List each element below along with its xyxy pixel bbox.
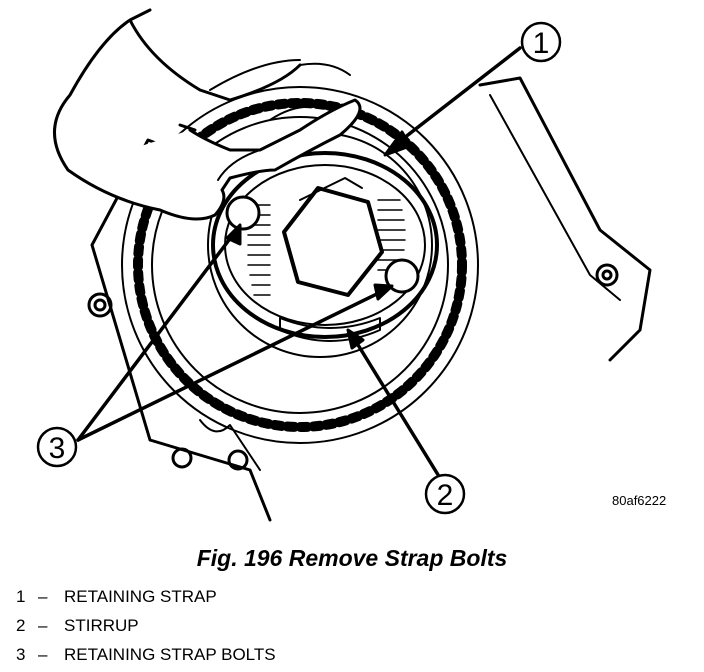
leader-line-3b bbox=[76, 288, 387, 442]
callout-number-1: 1 bbox=[533, 27, 550, 60]
block-flange-inner bbox=[489, 94, 621, 301]
mount-hole bbox=[87, 292, 113, 318]
mount-hole bbox=[227, 449, 249, 471]
hex-nut bbox=[282, 186, 384, 297]
legend-separator: – bbox=[38, 587, 48, 606]
mount-hole bbox=[601, 269, 613, 281]
legend-number: 2 bbox=[16, 616, 26, 635]
legend-separator: – bbox=[38, 616, 48, 635]
legend-label: STIRRUP bbox=[64, 616, 139, 635]
leader-arrow-3b bbox=[373, 283, 394, 301]
block-flange-outline bbox=[478, 76, 652, 362]
legend-label: RETAINING STRAP bbox=[64, 587, 217, 606]
engine-block-outline bbox=[90, 138, 272, 522]
retaining-strap bbox=[211, 151, 439, 339]
mount-hole bbox=[171, 447, 193, 469]
strap-bolt-lower bbox=[384, 258, 420, 294]
hand-knuckles bbox=[209, 59, 351, 181]
figure-caption: Fig. 196 Remove Strap Bolts bbox=[196, 545, 508, 571]
strap-bolt-upper bbox=[225, 195, 261, 231]
leader-line-1 bbox=[393, 46, 522, 147]
callout-circle-2 bbox=[424, 473, 466, 515]
legend-number: 1 bbox=[16, 587, 26, 606]
callout-number-3: 3 bbox=[49, 432, 66, 465]
leader-arrow-3a bbox=[225, 223, 242, 246]
figure-code: 80af6222 bbox=[612, 493, 666, 508]
strap-bolt-illustration: 1 2 3 80af6222 bbox=[36, 8, 666, 522]
callout-number-2: 2 bbox=[437, 479, 454, 512]
callout-circle-1 bbox=[520, 21, 562, 63]
right-spring bbox=[377, 199, 406, 271]
gear-outer-ring bbox=[121, 86, 479, 444]
legend-item: 1–RETAINING STRAP bbox=[16, 582, 276, 611]
legend-separator: – bbox=[38, 645, 48, 664]
leader-line-3a bbox=[76, 230, 237, 442]
stirrup bbox=[279, 317, 381, 342]
gear-ring bbox=[133, 98, 467, 432]
legend-item: 2–STIRRUP bbox=[16, 611, 276, 640]
legend-item: 3–RETAINING STRAP BOLTS bbox=[16, 640, 276, 669]
leader-arrow-1 bbox=[383, 130, 412, 157]
legend-number: 3 bbox=[16, 645, 26, 664]
legend-list: 1–RETAINING STRAP 2–STIRRUP 3–RETAINING … bbox=[16, 582, 276, 669]
hex-nut-face bbox=[299, 177, 363, 201]
leader-line-2 bbox=[353, 338, 442, 480]
mount-hole bbox=[93, 298, 107, 312]
hand-outline bbox=[53, 8, 362, 221]
callout-circle-3 bbox=[36, 426, 78, 468]
legend-label: RETAINING STRAP BOLTS bbox=[64, 645, 276, 664]
block-web bbox=[199, 419, 261, 471]
gear-inner-ring bbox=[151, 116, 449, 414]
mount-hole bbox=[595, 263, 619, 287]
leader-arrow-2 bbox=[346, 328, 365, 350]
